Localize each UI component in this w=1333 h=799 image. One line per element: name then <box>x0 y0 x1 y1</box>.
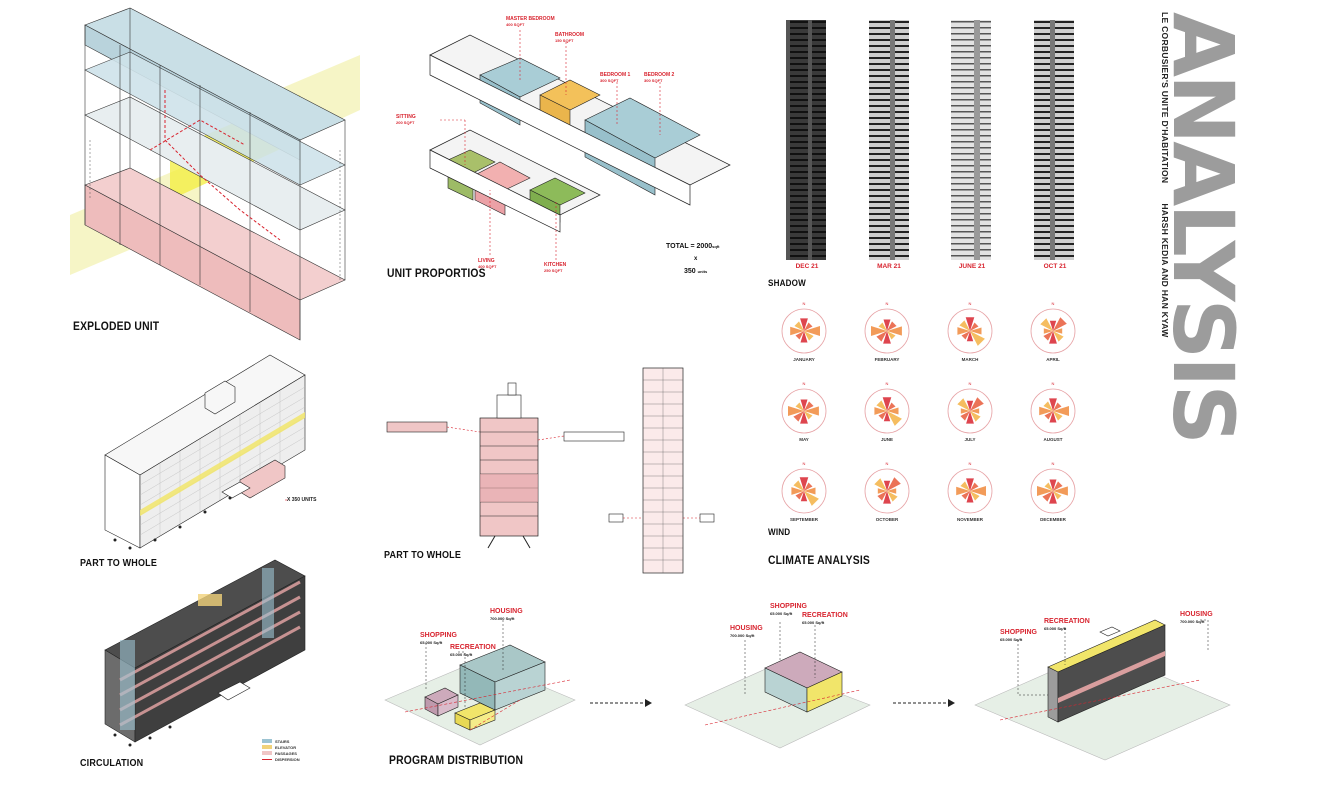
wind-month-label: NOVEMBER <box>956 517 983 522</box>
title-wind: WIND <box>768 527 791 537</box>
wind-north-label: N <box>885 461 889 466</box>
legend-item-stairs: STAIRS <box>262 738 300 744</box>
part-whole-note: X 350 UNITS <box>287 497 317 503</box>
wind-rose <box>781 308 827 354</box>
wind-north-label: N <box>1051 461 1055 466</box>
wind-month-label: JANUARY <box>793 357 815 362</box>
wind-rose <box>947 308 993 354</box>
title-shadow: SHADOW <box>768 278 806 288</box>
shadow-oct <box>1034 20 1074 260</box>
wind-month-label: FEBRUARY <box>874 357 900 362</box>
wind-month-label: DECEMBER <box>1040 517 1066 522</box>
shadow-label-dec: DEC 21 <box>795 263 819 270</box>
wind-rose <box>947 388 993 434</box>
wind-rose <box>1030 308 1076 354</box>
title-unit-proportions: UNIT PROPORTIOS <box>387 268 486 280</box>
wind-month-label: JUNE <box>880 437 893 442</box>
wind-rose <box>1030 388 1076 434</box>
title-program-distribution: PROGRAM DISTRIBUTION <box>389 755 524 767</box>
wind-rose <box>947 468 993 514</box>
title-exploded-unit: EXPLODED UNIT <box>73 321 160 333</box>
wind-rose <box>781 468 827 514</box>
legend-item-elevator: ELEVATOR <box>262 744 300 750</box>
wind-month-label: JULY <box>964 437 976 442</box>
unit-total: TOTAL = 2000sqft <box>666 243 720 250</box>
title-climate-analysis: CLIMATE ANALYSIS <box>768 555 870 567</box>
wind-month-label: APRIL <box>1046 357 1060 362</box>
wind-north-label: N <box>968 461 972 466</box>
wind-north-label: N <box>802 301 806 306</box>
wind-month-label: OCTOBER <box>875 517 899 522</box>
wind-north-label: N <box>1051 381 1055 386</box>
wind-rose <box>864 468 910 514</box>
unit-count: 350 units <box>684 268 708 275</box>
wind-rose <box>864 308 910 354</box>
title-circulation: CIRCULATION <box>80 758 144 769</box>
unit-total-times: x <box>694 256 698 262</box>
wind-north-label: N <box>885 301 889 306</box>
wind-north-label: N <box>802 381 806 386</box>
title-part-to-whole-mid: PART TO WHOLE <box>384 550 462 561</box>
wind-month-label: AUGUST <box>1043 437 1063 442</box>
wind-north-label: N <box>968 381 972 386</box>
shadow-label-mar: MAR 21 <box>877 263 901 270</box>
shadow-june <box>951 20 991 260</box>
circulation-legend: STAIRS ELEVATOR PASSAGES DISPERSION <box>262 738 300 762</box>
wind-north-label: N <box>1051 301 1055 306</box>
wind-rose <box>1030 468 1076 514</box>
legend-item-passages: PASSAGES <box>262 750 300 756</box>
wind-north-label: N <box>802 461 806 466</box>
wind-month-label: SEPTEMBER <box>789 517 818 522</box>
wind-rose <box>864 388 910 434</box>
shadow-label-june: JUNE 21 <box>958 263 986 270</box>
wind-month-label: MAY <box>799 437 809 442</box>
shadow-label-oct: OCT 21 <box>1043 263 1067 270</box>
wind-north-label: N <box>885 381 889 386</box>
shadow-dec <box>786 20 826 260</box>
wind-month-label: MARCH <box>961 357 979 362</box>
title-part-to-whole-left: PART TO WHOLE <box>80 558 158 569</box>
legend-item-dispersion: DISPERSION <box>262 756 300 762</box>
wind-north-label: N <box>968 301 972 306</box>
wind-rose <box>781 388 827 434</box>
shadow-mar <box>869 20 909 260</box>
